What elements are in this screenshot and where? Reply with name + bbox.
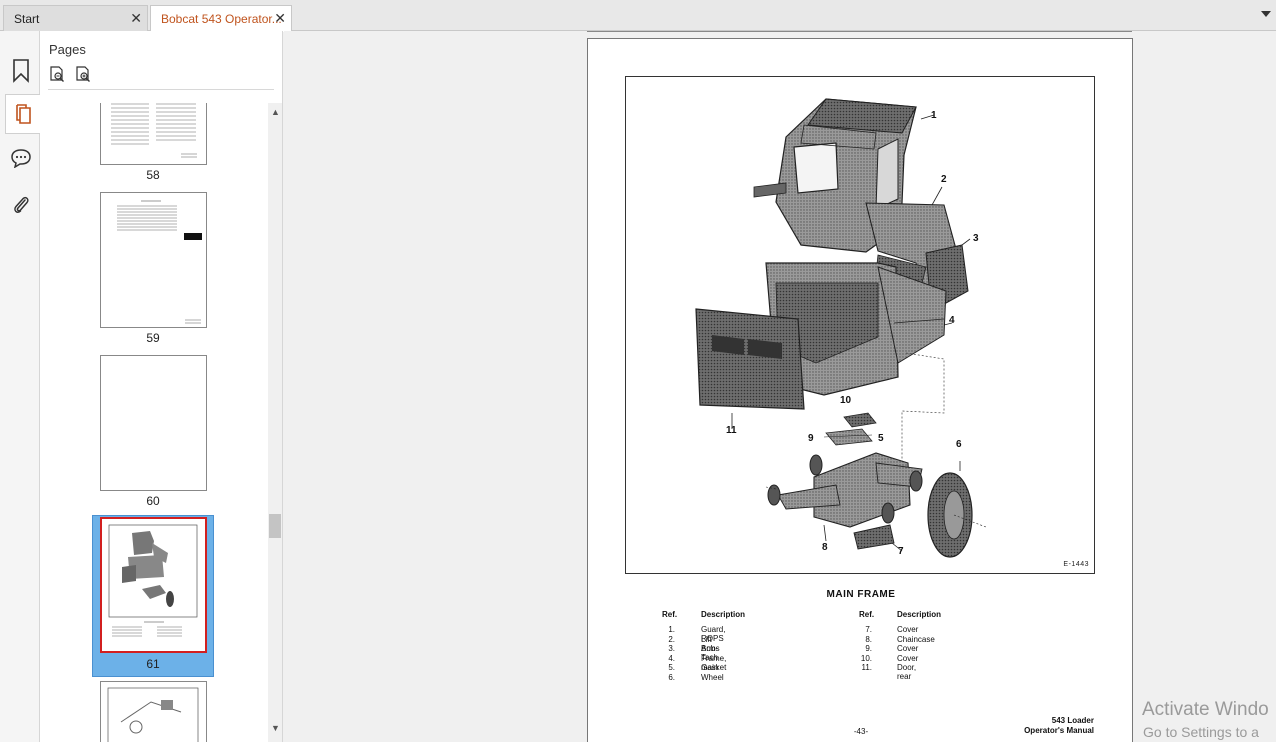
pages-button[interactable] (5, 94, 41, 134)
part-description: Gasket (701, 663, 727, 673)
column-header-ref: Ref. (662, 610, 678, 619)
comments-button[interactable] (4, 138, 38, 178)
callout-label: 5 (878, 433, 884, 444)
thumbnail-label: 59 (146, 331, 160, 345)
panel-title: Pages (49, 42, 86, 57)
column-header-description: Description (701, 610, 746, 619)
part-description: Guard, ROPS (701, 625, 726, 643)
pages-panel: Pages (40, 31, 283, 742)
page-number: -43- (853, 727, 869, 736)
thumbnail-list: 58 59 60 (40, 103, 268, 742)
part-description: Door, rear (897, 663, 917, 682)
thumbnail-label: 58 (146, 168, 160, 182)
divider (48, 89, 274, 90)
page-preview (111, 103, 197, 158)
part-ref: 1. (668, 625, 675, 634)
figure-code: E-1443 (1063, 561, 1089, 568)
page-footer: 543 Loader Operator's Manual (1024, 716, 1094, 736)
part-description: Lift Arms (701, 634, 720, 653)
callout-label: 11 (726, 425, 737, 436)
callout-label: 6 (956, 439, 962, 450)
callout-label: 10 (840, 395, 852, 406)
tab-start-label: Start (14, 11, 40, 26)
callout-label: 8 (822, 542, 828, 553)
comment-icon (11, 149, 31, 168)
callout-label: 4 (949, 315, 955, 326)
callout-label: 9 (808, 433, 814, 444)
part-ref: 11. (861, 663, 872, 673)
attachments-button[interactable] (4, 185, 38, 225)
part-description: Wheel (701, 673, 724, 682)
part-description: Bob-Tach (701, 644, 718, 663)
page-preview (108, 524, 198, 637)
column-header-description: Description (897, 610, 942, 619)
part-ref: 4. (668, 653, 675, 663)
zoom-in-page-icon[interactable] (74, 65, 92, 83)
scrollbar-thumb[interactable] (269, 514, 281, 538)
part-description: Cover (897, 653, 919, 663)
bookmarks-button[interactable] (4, 51, 38, 91)
part-description: Frame, main (701, 653, 727, 672)
tab-document-label: Bobcat 543 Operator... (161, 12, 282, 26)
chevron-down-icon[interactable] (1260, 8, 1272, 20)
paperclip-icon (14, 196, 29, 214)
part-ref: 5. (668, 663, 675, 673)
previous-page-edge (587, 31, 1132, 32)
page-thumbnail-61[interactable] (100, 517, 207, 653)
page-thumbnail-58[interactable] (100, 103, 207, 165)
callout-label: 3 (973, 233, 979, 244)
section-title: MAIN FRAME (826, 589, 896, 600)
zoom-out-page-icon[interactable] (48, 65, 66, 83)
part-description: Cover (897, 644, 919, 654)
page-thumbnail-60[interactable] (100, 355, 207, 491)
bookmark-icon (13, 59, 29, 83)
part-description: Cover (897, 625, 919, 634)
column-header-ref: Ref. (859, 610, 875, 619)
part-ref: 3. (668, 644, 675, 654)
document-view[interactable]: 1 2 3 4 5 6 7 8 9 10 11 E-1443 MAIN FRAM… (284, 31, 1276, 742)
callout-label: 1 (931, 110, 937, 121)
part-ref: 9. (865, 644, 872, 654)
scroll-up-icon[interactable]: ▲ (271, 107, 280, 117)
scroll-down-icon[interactable]: ▼ (271, 723, 280, 733)
part-ref: 7. (865, 625, 872, 634)
activation-watermark: Activate Windo (1142, 699, 1269, 720)
pages-icon (15, 104, 31, 124)
tab-document[interactable]: Bobcat 543 Operator... ✕ (150, 5, 292, 32)
callout-label: 2 (941, 174, 947, 185)
tab-start[interactable]: Start ✕ (3, 5, 148, 31)
main-frame-exploded-view (695, 98, 987, 558)
close-icon[interactable]: ✕ (130, 10, 142, 26)
close-icon[interactable]: ✕ (274, 10, 286, 26)
part-ref: 8. (865, 634, 872, 644)
document-page: 1 2 3 4 5 6 7 8 9 10 11 E-1443 MAIN FRAM… (587, 38, 1133, 742)
part-description: Chaincase (897, 634, 935, 644)
part-ref: 2. (668, 634, 675, 644)
page-thumbnail-59[interactable] (100, 192, 207, 328)
left-toolbar (0, 31, 41, 742)
thumbnail-label: 61 (146, 657, 160, 671)
parts-diagram: 1 2 3 4 5 6 7 8 9 10 11 E-1443 (625, 76, 1095, 574)
thumbnail-scrollbar[interactable] (268, 103, 282, 742)
part-ref: 6. (668, 673, 675, 682)
callout-label: 7 (898, 546, 904, 557)
panel-toolbar (48, 65, 92, 83)
activation-watermark-sub: Go to Settings to a (1143, 724, 1259, 740)
part-ref: 10. (860, 653, 872, 663)
thumbnail-label: 60 (146, 494, 160, 508)
footer-manual: Operator's Manual (1024, 726, 1094, 735)
page-thumbnail-62[interactable] (100, 681, 207, 742)
page-preview (117, 200, 202, 324)
footer-model: 543 Loader (1051, 716, 1094, 725)
tab-bar: Start ✕ Bobcat 543 Operator... ✕ (0, 0, 1276, 32)
page-preview (107, 687, 199, 742)
